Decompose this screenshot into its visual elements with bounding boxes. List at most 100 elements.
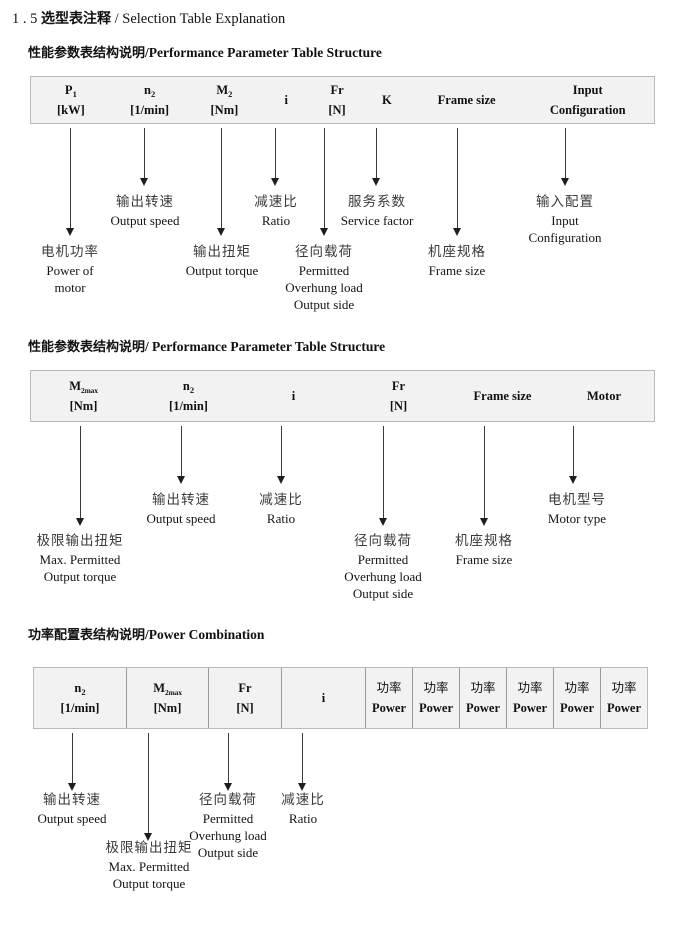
- annotation-max-permitted-output-torque-en-2: Output torque: [43, 568, 117, 584]
- annotation-max-permitted-output-torque-3-en-2: Output torque: [112, 875, 186, 891]
- annotation-overhung-load-2-en-1: Permitted: [357, 551, 409, 567]
- table-3-col-m2max: M2max [Nm]: [126, 668, 208, 728]
- table-3-col-power-4: 功率 Power: [506, 668, 553, 728]
- section-2-heading-sep: /: [145, 339, 149, 354]
- table-3-col-power-1-cn: 功率: [376, 680, 402, 695]
- arrow-output-speed-2: [177, 426, 186, 484]
- arrow-max-permitted-output-torque-3: [144, 733, 153, 841]
- arrow-overhung-load-3: [224, 733, 233, 791]
- section-3-heading-cn: 功率配置表结构说明: [28, 628, 146, 643]
- annotation-frame-size-en-1: Frame size: [428, 262, 486, 278]
- table-2-col-fr-unit: [N]: [389, 399, 408, 413]
- annotation-output-torque: 输出扭矩 Output torque: [186, 244, 259, 279]
- table-3-col-power-1-en: Power: [371, 701, 406, 715]
- arrow-service-factor: [372, 128, 381, 186]
- performance-parameter-table-2: M2max [Nm] n2 [1/min] i Fr [N] Frame siz…: [30, 370, 655, 422]
- table-1-col-fr-unit: [N]: [328, 103, 346, 117]
- page-title: 1 . 5 选型表注释 / Selection Table Explanatio…: [12, 8, 285, 28]
- section-2-heading-en: Performance Parameter Table Structure: [152, 339, 386, 354]
- annotation-overhung-load-2-en-2: Overhung load: [344, 568, 422, 584]
- annotation-output-speed-en-1: Output speed: [110, 212, 180, 228]
- section-1-heading-en: Performance Parameter Table Structure: [148, 45, 382, 60]
- table-1-col-i: i: [260, 77, 312, 123]
- table-3-col-power-5-cn: 功率: [564, 680, 590, 695]
- arrow-frame-size-2: [480, 426, 489, 526]
- table-3-col-n2-symbol: n: [74, 681, 82, 695]
- section-1-heading-cn: 性能参数表结构说明: [28, 46, 146, 61]
- table-1-col-p1-unit: [kW]: [56, 103, 85, 117]
- annotation-frame-size-2-cn: 机座规格: [455, 533, 513, 549]
- arrow-output-speed: [140, 128, 149, 186]
- arrow-power-of-motor: [66, 128, 75, 236]
- annotation-motor-type: 电机型号 Motor type: [548, 492, 606, 527]
- arrow-output-speed-3: [68, 733, 77, 791]
- section-1-heading: 性能参数表结构说明/Performance Parameter Table St…: [28, 42, 382, 61]
- annotation-max-permitted-output-torque-3-cn: 极限输出扭矩: [105, 840, 193, 856]
- annotation-service-factor: 服务系数 Service factor: [341, 194, 414, 229]
- arrow-output-torque: [217, 128, 226, 236]
- annotation-overhung-load-3-en-1: Permitted: [202, 810, 254, 826]
- table-3-col-power-1: 功率 Power: [365, 668, 412, 728]
- power-combination-table: n2 [1/min] M2max [Nm] Fr [N] i 功率 Power …: [33, 667, 648, 729]
- table-2-col-n2: n2 [1/min]: [136, 371, 241, 421]
- table-1-col-frame-size-label: Frame size: [437, 93, 496, 107]
- annotation-frame-size-cn: 机座规格: [428, 244, 486, 260]
- table-1-col-input-configuration-line1: Input: [572, 83, 603, 97]
- annotation-service-factor-cn: 服务系数: [347, 194, 406, 210]
- annotation-output-torque-en-1: Output torque: [185, 262, 259, 278]
- annotation-ratio-en-1: Ratio: [261, 212, 291, 228]
- annotation-service-factor-en-1: Service factor: [340, 212, 414, 228]
- table-1-col-fr-symbol: Fr: [330, 83, 344, 97]
- table-1-col-input-configuration: Input Configuration: [521, 77, 654, 123]
- table-3-col-power-5-en: Power: [559, 701, 594, 715]
- annotation-overhung-load-3-cn: 径向载荷: [199, 792, 257, 808]
- table-3-col-power-2-cn: 功率: [423, 680, 449, 695]
- table-1-col-n2: n2 [1/min]: [111, 77, 189, 123]
- annotation-max-permitted-output-torque-cn: 极限输出扭矩: [36, 533, 124, 549]
- page-title-separator: /: [114, 11, 119, 27]
- table-3-col-m2max-unit: [Nm]: [153, 701, 182, 715]
- table-2-col-n2-unit: [1/min]: [169, 399, 208, 413]
- table-2-col-i-symbol: i: [291, 389, 296, 403]
- table-3-col-power-4-en: Power: [512, 701, 547, 715]
- page-title-en: Selection Table Explanation: [122, 11, 286, 27]
- table-3-col-fr-unit: [N]: [236, 701, 254, 715]
- table-3-col-n2: n2 [1/min]: [34, 668, 126, 728]
- annotation-max-permitted-output-torque: 极限输出扭矩 Max. Permitted Output torque: [37, 533, 124, 585]
- annotation-input-configuration-cn: 输入配置: [536, 194, 594, 210]
- arrow-frame-size: [453, 128, 462, 236]
- arrow-ratio: [271, 128, 280, 186]
- annotation-input-configuration-en-1: Input: [551, 212, 579, 228]
- arrow-overhung-load: [320, 128, 329, 236]
- arrow-overhung-load-2: [379, 426, 388, 526]
- table-1-col-fr: Fr [N]: [312, 77, 362, 123]
- table-2-col-i: i: [241, 371, 346, 421]
- page-title-cn: 选型表注释: [41, 11, 111, 27]
- annotation-overhung-load-en-2: Overhung load: [285, 279, 363, 295]
- annotation-ratio-2-cn: 减速比: [259, 492, 303, 508]
- table-2-col-fr: Fr [N]: [346, 371, 451, 421]
- table-1-col-m2-symbol: M: [216, 83, 229, 97]
- annotation-overhung-load-en-3: Output side: [293, 297, 355, 313]
- annotation-output-torque-cn: 输出扭矩: [192, 244, 251, 260]
- annotation-ratio-2-en-1: Ratio: [266, 510, 296, 526]
- table-3-col-power-6-en: Power: [606, 701, 641, 715]
- annotation-output-speed-2: 输出转速 Output speed: [147, 492, 216, 527]
- section-3-heading: 功率配置表结构说明/Power Combination: [28, 624, 264, 643]
- page-title-number: 1 . 5: [12, 11, 38, 27]
- table-2-col-fr-symbol: Fr: [391, 379, 406, 393]
- annotation-max-permitted-output-torque-3-en-1: Max. Permitted: [108, 858, 190, 874]
- table-3-col-power-4-cn: 功率: [517, 680, 543, 695]
- performance-parameter-table-1: P1 [kW] n2 [1/min] M2 [Nm] i Fr [N] K Fr…: [30, 76, 655, 124]
- table-2-col-m2max: M2max [Nm]: [31, 371, 136, 421]
- table-3-col-power-2: 功率 Power: [412, 668, 459, 728]
- table-3-col-power-3-en: Power: [465, 701, 500, 715]
- annotation-overhung-load-3-en-2: Overhung load: [189, 827, 267, 843]
- section-2-heading: 性能参数表结构说明/ Performance Parameter Table S…: [28, 336, 385, 355]
- table-1-col-n2-symbol: n: [144, 83, 151, 97]
- annotation-ratio-cn: 减速比: [254, 194, 298, 210]
- annotation-overhung-load: 径向载荷 Permitted Overhung load Output side: [285, 244, 363, 313]
- table-1-col-p1-subscript: 1: [72, 88, 77, 99]
- annotation-ratio-3: 减速比 Ratio: [281, 792, 325, 827]
